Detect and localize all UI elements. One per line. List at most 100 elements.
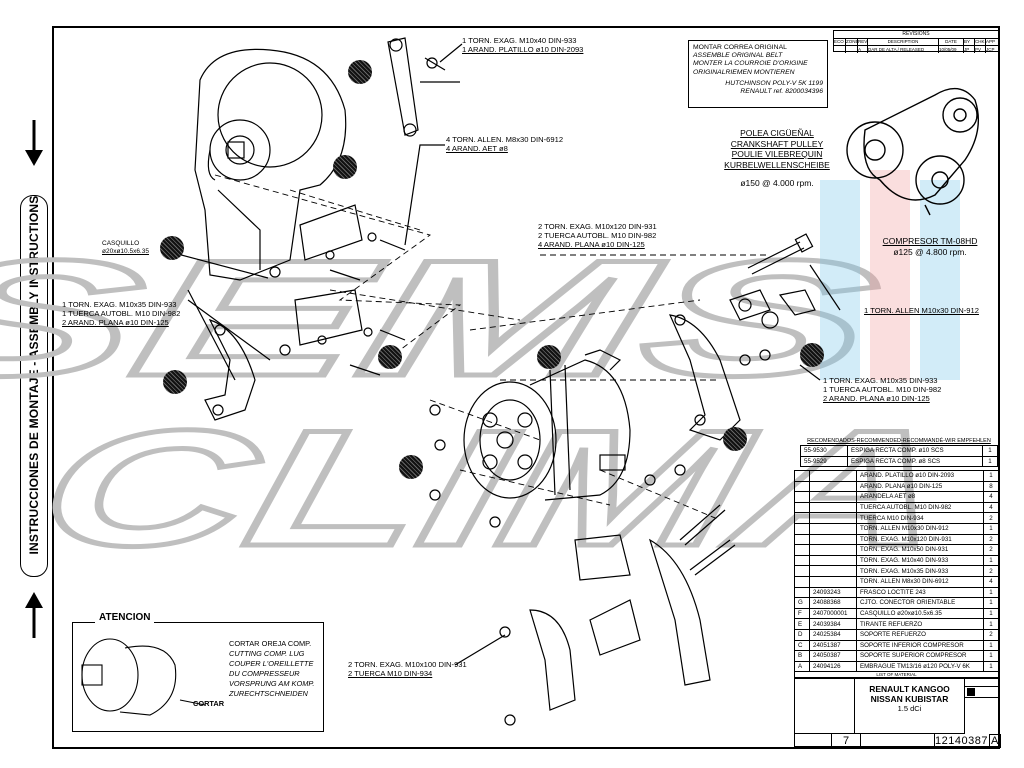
bom-cell-desc: SOPORTE INFERIOR COMPRESOR (856, 639, 984, 652)
bom-cell-qty: 2 (983, 628, 999, 641)
belt-note-line: MONTER LA COURROIE D'ORIGINE (693, 60, 808, 68)
title-block-vehicle: RENAULT KANGOO NISSAN KUBISTAR 1.5 dCi (855, 678, 965, 734)
arrow-down-icon (22, 118, 46, 168)
callout-c5: 1 TORN. EXAG. M10x35 DIN-933 1 TUERCA AU… (62, 300, 181, 327)
bom-cell-code: 24094126 (809, 660, 857, 673)
logo-box (965, 686, 1000, 698)
attention-line: VORSPRUNG AM KOMP. (229, 679, 315, 688)
bom-cell-code: 24039384 (809, 618, 857, 630)
bom-cell-code: 2407000001 (809, 607, 857, 620)
bom-cell-qty: 2 (983, 512, 999, 524)
crank-pulley-label: POLEA CIGÜEÑAL CRANKSHAFT PULLEY POULIE … (722, 128, 832, 189)
bom-cell-qty: 4 (983, 491, 999, 503)
bom-cell-code (809, 565, 857, 577)
bom-cell-code (809, 470, 857, 482)
bom-cell-desc: TORN. EXAG. M10x120 DIN-931 (856, 533, 984, 546)
bom-cell-code (809, 554, 857, 567)
bom-cell-desc: SOPORTE SUPERIOR COMPRESOR (856, 650, 984, 662)
attention-line: DU COMPRESSEUR (229, 669, 300, 678)
attention-line: ZURECHTSCHNEIDEN (229, 689, 308, 698)
bom-cell-code (809, 533, 857, 546)
bom-cell-code: 24051387 (809, 639, 857, 652)
bom-cell-qty: 1 (983, 650, 999, 662)
attention-line: COUPER L'OREILLETTE (229, 659, 314, 668)
bom-cell-qty: 8 (983, 480, 999, 493)
bom-cell-qty: 2 (983, 533, 999, 546)
title-block: RENAULT KANGOO NISSAN KUBISTAR 1.5 dCi 7… (794, 677, 1001, 748)
attention-line: CUTTING COMP. LUG (229, 649, 305, 658)
belt-note-line: MONTAR CORREA ORIGINAL (693, 44, 787, 51)
bom-cell-letter (794, 512, 810, 524)
bom-cell-code (809, 501, 857, 514)
revision-title: REVISIONS (834, 31, 998, 39)
callout-c6: 1 TORN. EXAG. M10x35 DIN-933 1 TUERCA AU… (823, 376, 942, 403)
bom-cell-letter: C (794, 639, 810, 652)
revision-headers: ECO ZONE REV DESCRIPTION DATE BY CHK APP (834, 39, 998, 46)
bom-cell-letter (794, 491, 810, 503)
callout-c8: 2 TORN. EXAG. M10x100 DIN-931 2 TUERCA M… (348, 660, 467, 678)
bom-cell-qty: 4 (983, 575, 999, 588)
revision-row: A DAR DE ALTA / RELEASED 10/05/09 JP PV … (834, 46, 998, 53)
bom-cell-desc: EMBRAGUE TM13/16 ø120 POLY-V 6K (856, 660, 984, 673)
bom-cell-desc: TORN. ALLEN M8x30 DIN-6912 (856, 575, 984, 588)
bom-cell-letter: D (794, 628, 810, 641)
callout-c1: 1 TORN. EXAG. M10x40 DIN-933 1 ARAND. PL… (462, 36, 584, 54)
bom-cell-letter (794, 501, 810, 514)
bom-cell-qty: 1 (983, 618, 999, 630)
bom-cell-letter: E (794, 618, 810, 630)
bom-cell-code (809, 512, 857, 524)
bom-cell-letter: F (794, 607, 810, 620)
belt-note-line: RENAULT ref. 8200034396 (740, 88, 823, 96)
bom-cell-letter (794, 565, 810, 577)
sheet-number: 7 (831, 734, 861, 748)
bom-footer: LIST OF MATERIAL (794, 672, 999, 680)
bom-cell-letter (794, 586, 810, 599)
attention-box: ATENCION CORTAR OREJA COMP. CUTTING COMP… (72, 612, 324, 732)
attention-line: CORTAR OREJA COMP. (229, 639, 312, 648)
bom-cell-qty: 1 (983, 639, 999, 652)
callout-c3: 2 TORN. EXAG. M10x120 DIN-931 2 TUERCA A… (538, 222, 657, 249)
bom-cell-desc: ARAND. PLATILLO ø10 DIN-2093 (856, 470, 984, 482)
bom-cell-qty: 4 (983, 501, 999, 514)
attention-cut-label: CORTAR (193, 699, 225, 708)
bom-cell-code: 24088368 (809, 597, 857, 609)
bom-cell-code (809, 522, 857, 535)
bom-cell-qty: 1 (983, 597, 999, 609)
bom-cell-letter (794, 544, 810, 556)
bom-cell-code (809, 491, 857, 503)
crank-pulley-spec: ø150 @ 4.000 rpm. (740, 178, 814, 188)
bom-cell-desc: TUERCA M10 DIN-934 (856, 512, 984, 524)
bom-cell-qty: 1 (983, 554, 999, 567)
title-block-blank (861, 734, 935, 748)
title-block-left (795, 678, 855, 734)
recommended-row: 55-9529 ESPIGA RECTA COMP. ø8 SCS 1 (800, 455, 998, 468)
compressor-label: COMPRESOR TM-08HD ø125 @ 4.800 rpm. (875, 236, 985, 258)
recommended-header: RECOMENDADOS-RECOMMENDED-RECOMMANDÉ-WIR … (807, 438, 991, 444)
bom-cell-desc: TORN. ALLEN M10x30 DIN-912 (856, 522, 984, 535)
belt-note-line: ASSEMBLE ORIGINAL BELT (693, 52, 783, 60)
compressor-spec: ø125 @ 4.800 rpm. (893, 247, 967, 257)
drawing-frame (52, 26, 1000, 749)
bom-cell-qty: 2 (983, 544, 999, 556)
bom-cell-code: 24050387 (809, 650, 857, 662)
recommended-row: 55-9530 ESPIGA RECTA COMP. ø10 SCS 1 (800, 445, 998, 457)
